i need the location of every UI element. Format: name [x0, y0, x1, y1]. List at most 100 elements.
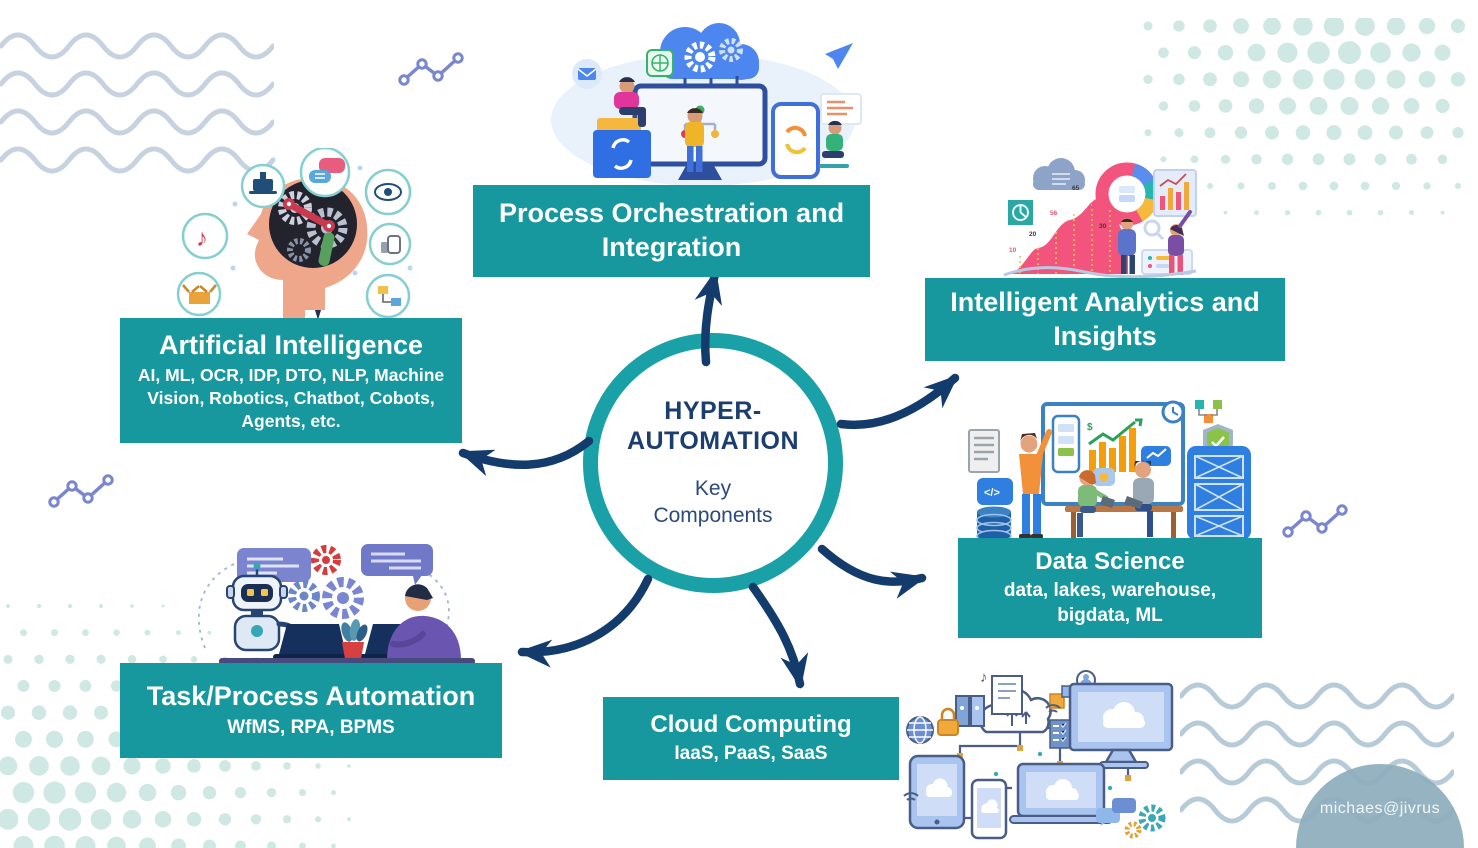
gears: [288, 545, 364, 619]
person-standing-center: [685, 108, 704, 172]
box-task-process-automation: Task/Process Automation WfMS, RPA, BPMS: [120, 663, 502, 758]
person-sitting-woman: [1077, 470, 1115, 537]
arrow-to-cloud: [748, 582, 809, 689]
arrow-to-task: [517, 574, 653, 668]
phone-icon: [771, 102, 820, 179]
paper-plane-icon: [825, 43, 853, 69]
tablet-icon: [908, 754, 966, 830]
box-title: Task/Process Automation: [146, 681, 476, 712]
person-at-laptop: [387, 584, 461, 660]
eye-icon: [374, 183, 402, 201]
svg-text:</>: </>: [984, 487, 1000, 499]
desktop-monitor-icon: [1068, 682, 1174, 769]
box-title: Process Orchestration and Integration: [498, 198, 845, 262]
center-hub: HYPER- AUTOMATION Key Components: [583, 333, 843, 593]
halftone-dots-top-right: [1143, 18, 1466, 216]
box-intelligent-analytics: Intelligent Analytics and Insights: [925, 278, 1285, 361]
binders-icon: [955, 695, 985, 727]
ground-wave: [1003, 266, 1197, 279]
console-icon: [1141, 249, 1193, 275]
chat-bubbles-icon: [1096, 798, 1136, 826]
sparkles: [230, 157, 413, 276]
person-sitting-left: [614, 77, 646, 127]
laptop-left: [273, 624, 353, 660]
data-science-illustration: $: [968, 400, 1251, 540]
center-title: HYPER- AUTOMATION: [626, 397, 800, 455]
gear-icons: [1124, 804, 1166, 839]
person-standing-orange: [1019, 429, 1052, 539]
plant: [341, 619, 368, 659]
box-title: Intelligent Analytics and Insights: [950, 286, 1260, 351]
chart-value-labels: 10 20 56 65 45 30: [1009, 185, 1107, 254]
robot: [226, 562, 302, 652]
chat-icon: [309, 158, 345, 183]
process-orchestration-illustration: [551, 23, 862, 186]
arrow-to-analytics: [836, 373, 960, 430]
svg-text:30: 30: [1099, 223, 1107, 230]
magnifier-icon: [1143, 219, 1165, 241]
box-subtitle: AI, ML, OCR, IDP, DTO, NLP, Machine Visi…: [137, 365, 445, 431]
mail-icon: [572, 59, 602, 89]
watermark-text: michaes@jivrus: [1319, 800, 1441, 817]
dashed-arc: [197, 555, 271, 649]
checklist-icon: [1049, 719, 1071, 749]
music-note-icon: ♪: [980, 669, 988, 686]
svg-text:10: 10: [1009, 247, 1017, 254]
wifi-icons: [903, 704, 1061, 801]
arrow-to-ai: [458, 436, 594, 477]
person-sitting-right: [819, 120, 849, 168]
box-artificial-intelligence: Artificial Intelligence AI, ML, OCR, IDP…: [120, 318, 462, 443]
person-viewing: [1118, 218, 1136, 274]
clock-icon: [1161, 400, 1185, 424]
notes-panel-icon: [820, 93, 862, 125]
svg-text:45: 45: [1088, 203, 1096, 210]
documents-icon: [991, 675, 1023, 715]
code-badge-icon: </>: [977, 478, 1013, 505]
line-chart-squiggle-top: [398, 52, 464, 86]
cloud-with-gears-icon: [660, 23, 759, 80]
box-subtitle: data, lakes, warehouse, bigdata, ML: [1003, 580, 1217, 626]
person-presenting: [1168, 210, 1192, 275]
brain-gears: [278, 191, 348, 266]
padlock-icon: [937, 707, 959, 736]
globe-icon: [646, 49, 674, 77]
line-chart-squiggle-right: [1282, 504, 1348, 538]
task-automation-illustration: [197, 544, 475, 665]
music-bubble: [181, 212, 229, 260]
box-subtitle: WfMS, RPA, BPMS: [227, 717, 395, 739]
box-title: Artificial Intelligence: [158, 329, 424, 360]
flowchart-bubble: [365, 273, 411, 319]
box-data-science: Data Science data, lakes, warehouse, big…: [958, 538, 1262, 638]
database-icon: [976, 506, 1012, 540]
svg-text:20: 20: [1029, 231, 1037, 238]
svg-text:65: 65: [1072, 185, 1080, 192]
thumbs-up-icon: [381, 235, 401, 254]
doc-stack-icon: [968, 429, 1000, 473]
music-note-icon: ♪: [196, 225, 208, 252]
cloud-computing-illustration: ♪: [903, 669, 1174, 840]
center-subtitle: Key Components: [653, 477, 773, 527]
folder-box-icon: [593, 118, 651, 178]
speech-bubble-right: [361, 544, 433, 585]
area-chart: [1010, 198, 1128, 274]
dollar-label: $: [1087, 422, 1093, 433]
smartphone-icon: [970, 778, 1008, 840]
line-chart-squiggle-left: [48, 474, 114, 508]
arrow-to-data-science: [817, 544, 927, 599]
idea-bubble-icon: [1093, 468, 1115, 486]
collar-and-tie: [305, 310, 333, 320]
flowchart-icon: [1195, 400, 1222, 423]
svg-text:56: 56: [1050, 210, 1058, 217]
scatter-dots: [993, 751, 1113, 791]
laptop-icon: [249, 172, 277, 194]
box-title: Data Science: [1035, 548, 1185, 576]
artificial-intelligence-illustration: ♪: [176, 148, 413, 320]
box-subtitle: IaaS, PaaS, SaaS: [674, 743, 828, 765]
bar-panel-icon: [1153, 169, 1197, 217]
box-cloud-computing: Cloud Computing IaaS, PaaS, SaaS: [603, 697, 899, 780]
intelligent-analytics-illustration: 10 20 56 65 45 30: [1003, 158, 1197, 279]
flowchart-icon: [378, 286, 401, 306]
big-phone-wireframe: [1187, 446, 1251, 540]
box-title: Cloud Computing: [650, 711, 852, 739]
